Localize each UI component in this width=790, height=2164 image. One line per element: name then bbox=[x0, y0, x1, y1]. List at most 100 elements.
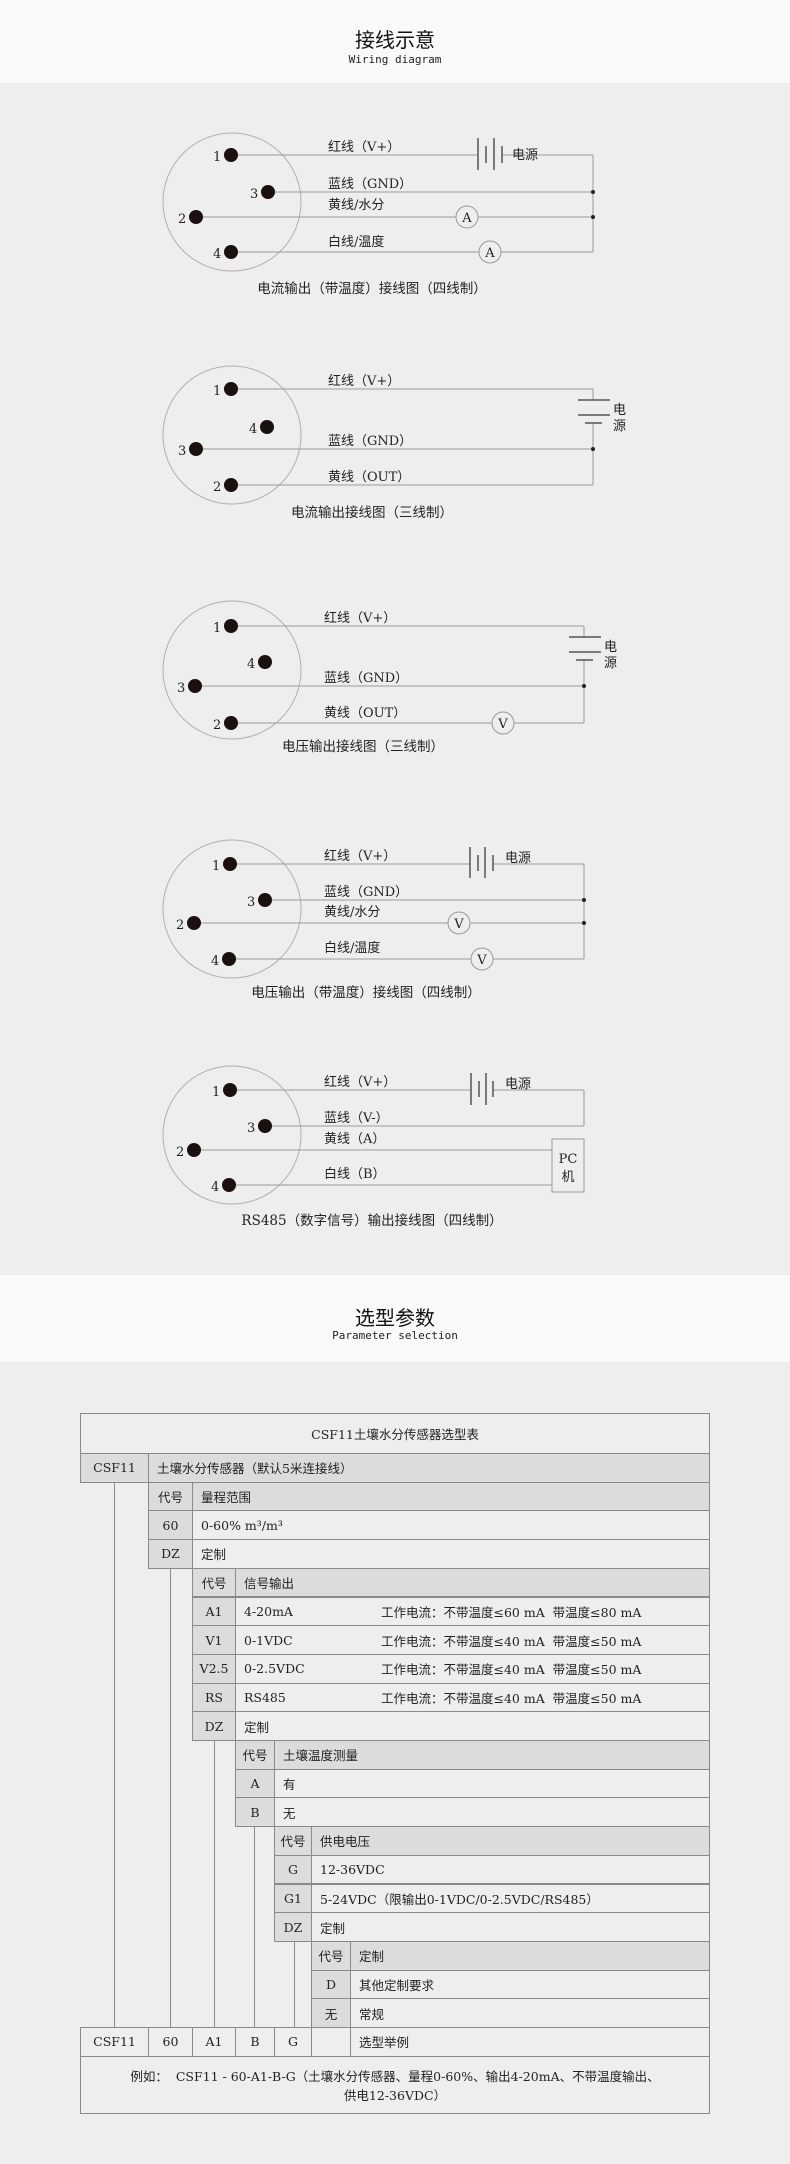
pin-number: 3 bbox=[178, 444, 186, 459]
connector-outline bbox=[162, 839, 302, 979]
option-code-cell: B bbox=[235, 1797, 275, 1828]
code-header-cell: 代号 bbox=[311, 1940, 351, 1971]
connector-outline bbox=[162, 600, 302, 740]
pin-icons bbox=[188, 619, 272, 730]
example-code-cell: A1 bbox=[192, 2027, 236, 2057]
section-subtitle: Wiring diagram bbox=[348, 53, 442, 66]
option-code-cell: G bbox=[274, 1854, 312, 1885]
battery-icon bbox=[578, 399, 610, 424]
working-current-text: 工作电流：不带温度≤60 mA 带温度≤80 mA bbox=[381, 1604, 642, 1620]
option-code-cell: V2.5 bbox=[192, 1653, 236, 1684]
connector-outline bbox=[162, 132, 302, 272]
selection-header bbox=[0, 1275, 790, 1362]
pin-number: 4 bbox=[211, 954, 219, 969]
group-title-cell: 量程范围 bbox=[192, 1481, 710, 1512]
pin-icons bbox=[187, 1083, 272, 1192]
option-desc-cell: 其他定制要求 bbox=[350, 1969, 710, 2000]
code-header-cell: 代号 bbox=[192, 1567, 236, 1598]
section-subtitle: Parameter selection bbox=[332, 1329, 458, 1342]
option-code-cell: G1 bbox=[274, 1883, 312, 1914]
example-label-cell: 选型举例 bbox=[350, 2027, 710, 2057]
connector-outline bbox=[162, 365, 302, 505]
wire-label: 红线（V+） bbox=[324, 848, 396, 864]
wiring-header bbox=[0, 0, 790, 83]
base-code-cell: CSF11 bbox=[80, 1453, 149, 1483]
group-title-cell: 信号输出 bbox=[235, 1567, 710, 1598]
pin-icons bbox=[189, 382, 274, 492]
wire-label: 蓝线（V-） bbox=[324, 1111, 389, 1126]
pin-number: 2 bbox=[213, 480, 221, 495]
svg-text:V: V bbox=[453, 917, 464, 932]
wire-label: 黄线（A） bbox=[324, 1132, 385, 1147]
example-text-cell: 例如： CSF11 - 60-A1-B-G（土壤水分传感器、量程0-60%、输出… bbox=[80, 2055, 710, 2114]
wire-label: 白线（B） bbox=[324, 1166, 386, 1182]
ammeter-icon: A bbox=[478, 240, 502, 264]
wire-label: 黄线/水分 bbox=[324, 905, 380, 920]
example-text-line: 例如： CSF11 - 60-A1-B-G（土壤水分传感器、量程0-60%、输出… bbox=[130, 2068, 660, 2084]
pin-icons bbox=[187, 857, 272, 966]
pin-number: 4 bbox=[249, 422, 257, 437]
pin-number: 2 bbox=[176, 1145, 184, 1160]
diagram-caption: 电压输出（带温度）接线图（四线制） bbox=[251, 984, 481, 1001]
pin-number: 2 bbox=[176, 918, 184, 933]
section-title: 接线示意 bbox=[355, 28, 435, 52]
svg-text:A: A bbox=[484, 246, 495, 261]
pin-number: 1 bbox=[213, 150, 221, 165]
pin-number: 2 bbox=[213, 718, 221, 733]
connector-line bbox=[254, 1826, 255, 2027]
pin-number: 1 bbox=[212, 859, 220, 874]
table-title: CSF11土壤水分传感器选型表 bbox=[80, 1413, 710, 1454]
connector-line bbox=[214, 1740, 215, 2027]
wire-label: 蓝线（GND） bbox=[328, 177, 412, 192]
example-code-cell: B bbox=[235, 2027, 275, 2057]
pin-number: 3 bbox=[247, 895, 255, 910]
diagram-caption: 电流输出接线图（三线制） bbox=[291, 504, 453, 521]
example-code-cell: G bbox=[274, 2027, 312, 2057]
working-current-text: 工作电流：不带温度≤40 mA 带温度≤50 mA bbox=[381, 1662, 642, 1678]
wiring-diagrams: 电源 A A 1 3 2 4 红线（V+） 蓝线（GND） 黄线/水分 白线/温… bbox=[162, 132, 626, 1229]
wiring-diagram-voltage-4wire: 电源 V V 1 3 2 4 红线（V+） 蓝线（GND） 黄线/水分 白线/温… bbox=[162, 839, 586, 1001]
power-label: 电源 bbox=[505, 851, 531, 866]
option-desc-cell: 有 bbox=[274, 1768, 710, 1799]
pc-label: PC bbox=[559, 1152, 578, 1167]
section-title: 选型参数 bbox=[355, 1306, 435, 1330]
code-header-cell: 代号 bbox=[148, 1481, 193, 1512]
pin-number: 2 bbox=[178, 212, 186, 227]
wire-label: 黄线/水分 bbox=[328, 198, 384, 213]
option-desc-cell: 定制 bbox=[192, 1539, 710, 1569]
option-desc-cell: 定制 bbox=[235, 1711, 710, 1741]
option-desc-cell: 常规 bbox=[350, 1998, 710, 2028]
wiring-diagram-current-3wire: 电 源 1 4 3 2 红线（V+） 蓝线（GND） 黄线（OUT） 电流输出接… bbox=[162, 365, 626, 521]
option-code-cell: RS bbox=[192, 1682, 236, 1713]
wire-label: 红线（V+） bbox=[328, 139, 400, 155]
group-title-cell: 供电电压 bbox=[311, 1826, 710, 1856]
option-code-cell: D bbox=[311, 1969, 351, 2000]
pin-number: 4 bbox=[213, 247, 221, 262]
connector-line bbox=[294, 1940, 295, 2027]
connector-line bbox=[114, 1481, 115, 2027]
voltmeter-icon: V bbox=[447, 911, 471, 935]
pin-number: 1 bbox=[213, 384, 221, 399]
pin-icons bbox=[189, 148, 275, 259]
svg-text:A: A bbox=[461, 211, 472, 226]
pin-number: 3 bbox=[177, 681, 185, 696]
diagram-caption: RS485（数字信号）输出接线图（四线制） bbox=[241, 1212, 502, 1229]
wire-label: 红线（V+） bbox=[324, 610, 396, 626]
connector-line bbox=[170, 1567, 171, 2027]
option-code-cell: DZ bbox=[274, 1912, 312, 1942]
option-desc-cell: 0-60% m³/m³ bbox=[192, 1510, 710, 1541]
wiring-diagram-rs485-4wire: 电源 PC 机 1 3 2 4 红线（V+） 蓝线（V-） 黄线（A） 白线（B… bbox=[162, 1065, 585, 1229]
pc-label: 机 bbox=[561, 1170, 574, 1185]
battery-icon bbox=[569, 636, 601, 661]
option-desc-cell: 12-36VDC bbox=[311, 1854, 710, 1885]
power-label: 源 bbox=[613, 419, 626, 434]
diagram-caption: 电压输出接线图（三线制） bbox=[282, 738, 444, 755]
group-title-cell: 土壤温度测量 bbox=[274, 1740, 710, 1770]
battery-icon bbox=[470, 1073, 494, 1105]
group-title-cell: 定制 bbox=[350, 1940, 710, 1971]
power-label: 电 bbox=[604, 640, 617, 655]
option-code-cell: DZ bbox=[192, 1711, 236, 1741]
working-current-text: 工作电流：不带温度≤40 mA 带温度≤50 mA bbox=[381, 1690, 642, 1706]
base-desc-cell: 土壤水分传感器（默认5米连接线） bbox=[148, 1453, 710, 1483]
wire-label: 黄线（OUT） bbox=[324, 706, 406, 721]
